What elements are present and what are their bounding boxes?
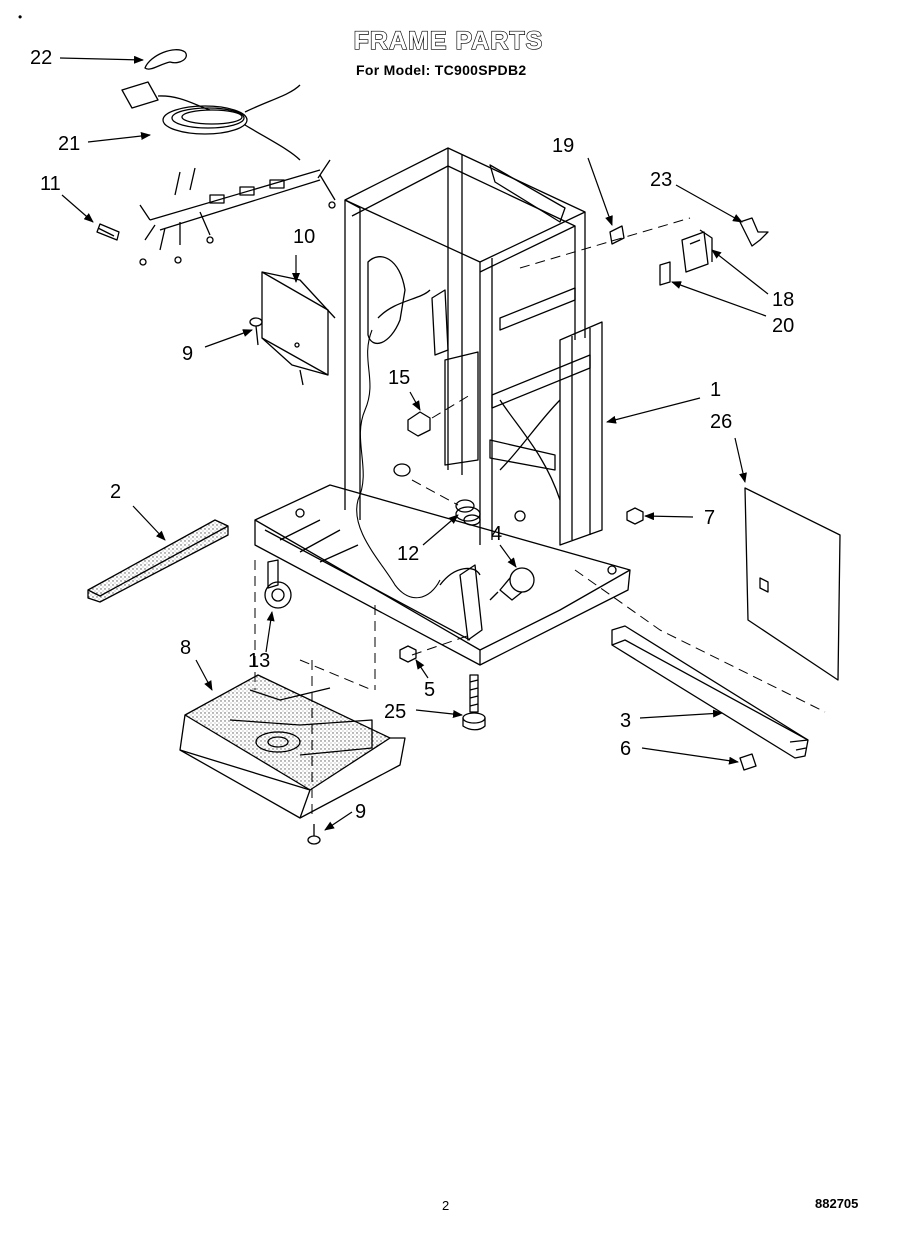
callout-21: 21 xyxy=(58,133,80,155)
nut-part-7 xyxy=(626,507,644,525)
wire-harness-part-11 xyxy=(139,159,336,266)
bracket-part-20 xyxy=(659,261,671,286)
callout-10: 10 xyxy=(293,226,315,248)
bracket-part-10 xyxy=(261,271,336,386)
screw-part-9-lower xyxy=(307,824,321,845)
callout-11: 11 xyxy=(40,173,61,195)
assembly-lines xyxy=(254,217,826,820)
callout-7: 7 xyxy=(704,507,715,529)
callout-6: 6 xyxy=(620,738,631,760)
screw-part-6 xyxy=(739,753,757,771)
screw-part-9-upper xyxy=(249,317,263,346)
motor-part-4 xyxy=(489,567,535,601)
leveling-leg-part-25 xyxy=(462,674,486,731)
page-title: FRAME PARTS xyxy=(353,26,544,55)
bushing-part-12 xyxy=(455,499,481,526)
callout-12: 12 xyxy=(397,543,419,565)
callout-20: 20 xyxy=(772,315,794,337)
connector-part-15 xyxy=(407,411,431,437)
callout-5: 5 xyxy=(424,679,435,701)
callout-2: 2 xyxy=(110,481,121,503)
callout-1: 1 xyxy=(710,379,721,401)
callout-3: 3 xyxy=(620,710,631,732)
callout-15: 15 xyxy=(388,367,410,389)
document-number: 882705 xyxy=(815,1196,859,1211)
model-subtitle: For Model: TC900SPDB2 xyxy=(356,62,527,78)
nut-part-5 xyxy=(399,645,417,663)
frame-top-rim xyxy=(344,147,586,263)
frame-base-pan xyxy=(254,484,631,651)
callout-18: 18 xyxy=(772,289,794,311)
switch-part-18 xyxy=(681,229,713,273)
cabinet-frame xyxy=(254,147,631,666)
panel-part-2 xyxy=(87,519,229,603)
back-cover-part-26 xyxy=(744,487,841,681)
power-cord-part-21 xyxy=(121,81,301,161)
callout-22: 22 xyxy=(30,47,52,69)
callout-23: 23 xyxy=(650,169,672,191)
rail-part-3 xyxy=(611,625,809,759)
clamp-part-22 xyxy=(144,49,187,70)
callout-19: 19 xyxy=(552,135,574,157)
base-panel-part-8 xyxy=(179,674,406,819)
caster-part-13 xyxy=(264,559,292,609)
callout-4: 4 xyxy=(491,523,502,545)
frame-side-cutout xyxy=(367,256,406,345)
callout-numbers: 22 21 11 10 9 19 23 18 20 15 1 26 2 12 4… xyxy=(30,47,794,823)
corner-mark: • xyxy=(18,10,23,24)
callout-25: 25 xyxy=(384,701,406,723)
page-number: 2 xyxy=(442,1198,450,1213)
callout-26: 26 xyxy=(710,411,732,433)
screw-part-19 xyxy=(609,225,625,245)
callout-8: 8 xyxy=(180,637,191,659)
leader-lines xyxy=(59,55,769,831)
callout-9-upper: 9 xyxy=(182,343,193,365)
callout-13: 13 xyxy=(248,650,270,672)
callout-9-lower: 9 xyxy=(355,801,366,823)
screw-part-11 xyxy=(96,223,120,241)
clip-part-23 xyxy=(739,217,769,247)
